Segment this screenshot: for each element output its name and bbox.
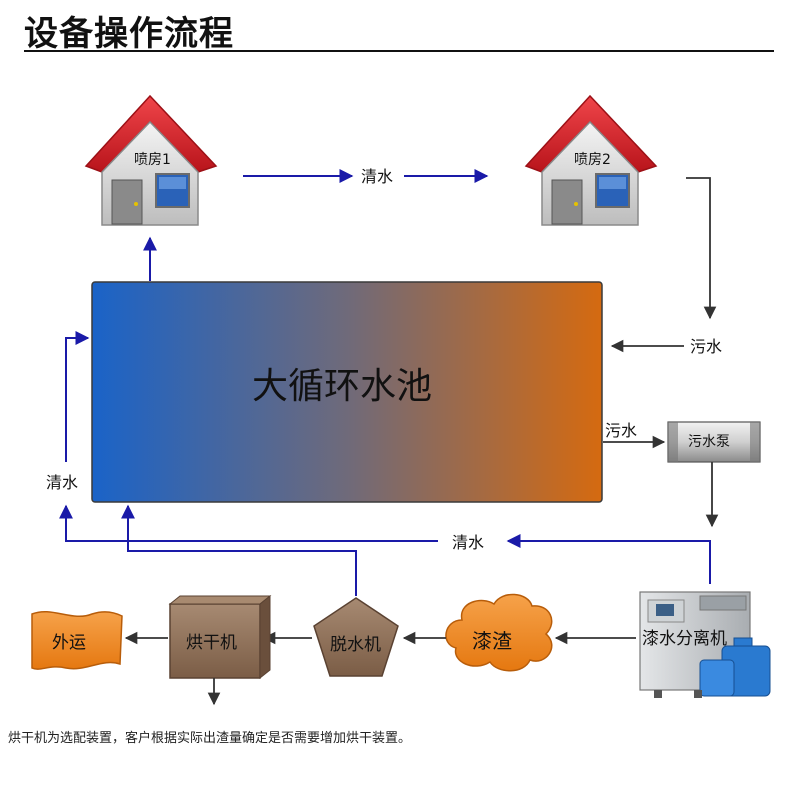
sludge-label: 漆渣: [472, 629, 512, 653]
footnote: 烘干机为选配装置，客户根据实际出渣量确定是否需要增加烘干装置。: [8, 731, 412, 746]
flow-dirty-out-label: 污水: [605, 421, 637, 440]
spray-booth-1: [84, 94, 218, 226]
paint-water-separator: [639, 591, 771, 698]
separator-label: 漆水分离机: [642, 629, 727, 649]
dryer-label: 烘干机: [186, 633, 237, 653]
arrow-separator-return: [506, 534, 711, 584]
booth-2-label: 喷房2: [574, 152, 611, 168]
arrow-left-into-pool: [65, 331, 90, 462]
dryer-machine: [168, 594, 272, 680]
dewatering-machine: [313, 597, 399, 677]
dewater-label: 脱水机: [330, 635, 381, 655]
sewage-pump: [667, 421, 761, 463]
transport-out-shape: [31, 610, 123, 670]
flow-clean-return-label: 清水: [452, 533, 484, 552]
transport-label: 外运: [52, 633, 86, 653]
spray-booth-2: [524, 94, 658, 226]
title-underline: [24, 50, 774, 52]
pool-label: 大循环水池: [252, 366, 432, 407]
arrow-return-to-left: [59, 504, 438, 542]
page-title: 设备操作流程: [24, 14, 234, 54]
arrow-booth2-down: [686, 177, 717, 320]
pump-label: 污水泵: [688, 434, 730, 450]
arrow-dewater-to-pool: [121, 504, 357, 596]
flow-dirty-in-label: 污水: [690, 337, 722, 356]
circulation-pool: [91, 281, 603, 503]
flow-clean-top-label: 清水: [361, 167, 393, 186]
paint-sludge-cloud: [445, 593, 553, 672]
flow-clean-left-label: 清水: [46, 473, 78, 492]
booth-1-label: 喷房1: [134, 152, 171, 168]
